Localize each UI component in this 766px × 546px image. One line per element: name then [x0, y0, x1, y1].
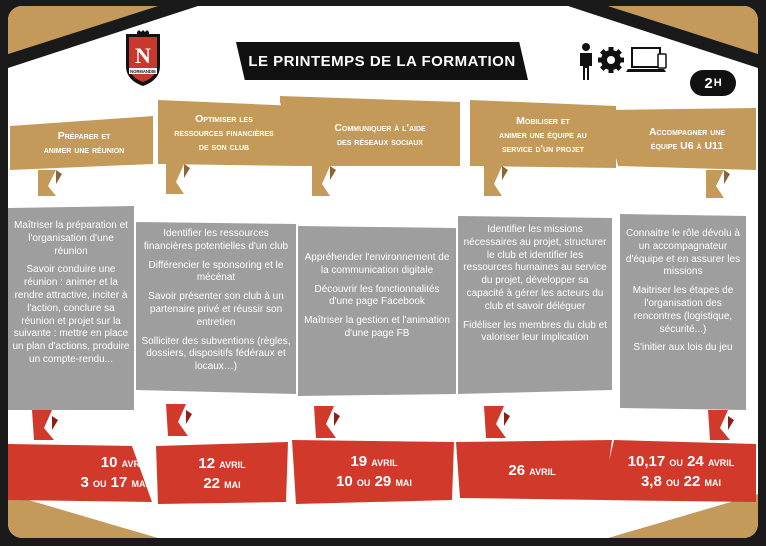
- ribbon-shape-3: [280, 96, 460, 166]
- laptop-icon: [626, 47, 667, 72]
- module-dates-5: 10,17 ou 24 avril 3,8 ou 22 mai: [627, 452, 735, 490]
- ribbon-shape-5: [604, 108, 756, 170]
- module-dates-4: 26 avril: [508, 461, 556, 479]
- duration-number: 2: [704, 74, 713, 92]
- page-title: LE PRINTEMPS DE LA FORMATION: [236, 42, 528, 80]
- module-description-4: Identifier les missions nécessaires au p…: [463, 224, 607, 344]
- logo-letter: N: [135, 43, 151, 68]
- module-description-1: Maîtriser la préparation et l'organisati…: [12, 220, 130, 365]
- header-icons: [580, 43, 667, 80]
- infographic-card: N NORMANDIE LE PRINTEMPS DE LA FORMATION: [8, 6, 758, 538]
- module-description-5: Connaitre le rôle dévolu à un accompagna…: [625, 228, 741, 354]
- gear-icon: [598, 47, 624, 73]
- module-dates-3: 19 avril 10 ou 29 mai: [336, 452, 412, 490]
- module-description-2: Identifier les ressources financières po…: [141, 228, 291, 373]
- module-dates-2: 12 avril 22 mai: [198, 454, 246, 492]
- decorative-corners: [8, 6, 758, 538]
- ribbon-shape-4: [470, 100, 616, 168]
- logo-text: NORMANDIE: [130, 69, 156, 74]
- person-icon: [580, 43, 592, 80]
- club-logo: N NORMANDIE: [126, 30, 160, 86]
- ribbon-shape-2: [158, 100, 298, 166]
- module-description-3: Appréhender l'environnement de la commun…: [304, 252, 450, 339]
- column-shapes: [8, 96, 756, 504]
- ribbon-shape-1: [10, 116, 153, 170]
- duration-unit: H: [713, 77, 722, 89]
- module-dates-1: 10 avril 3 ou 17 mai: [80, 453, 148, 491]
